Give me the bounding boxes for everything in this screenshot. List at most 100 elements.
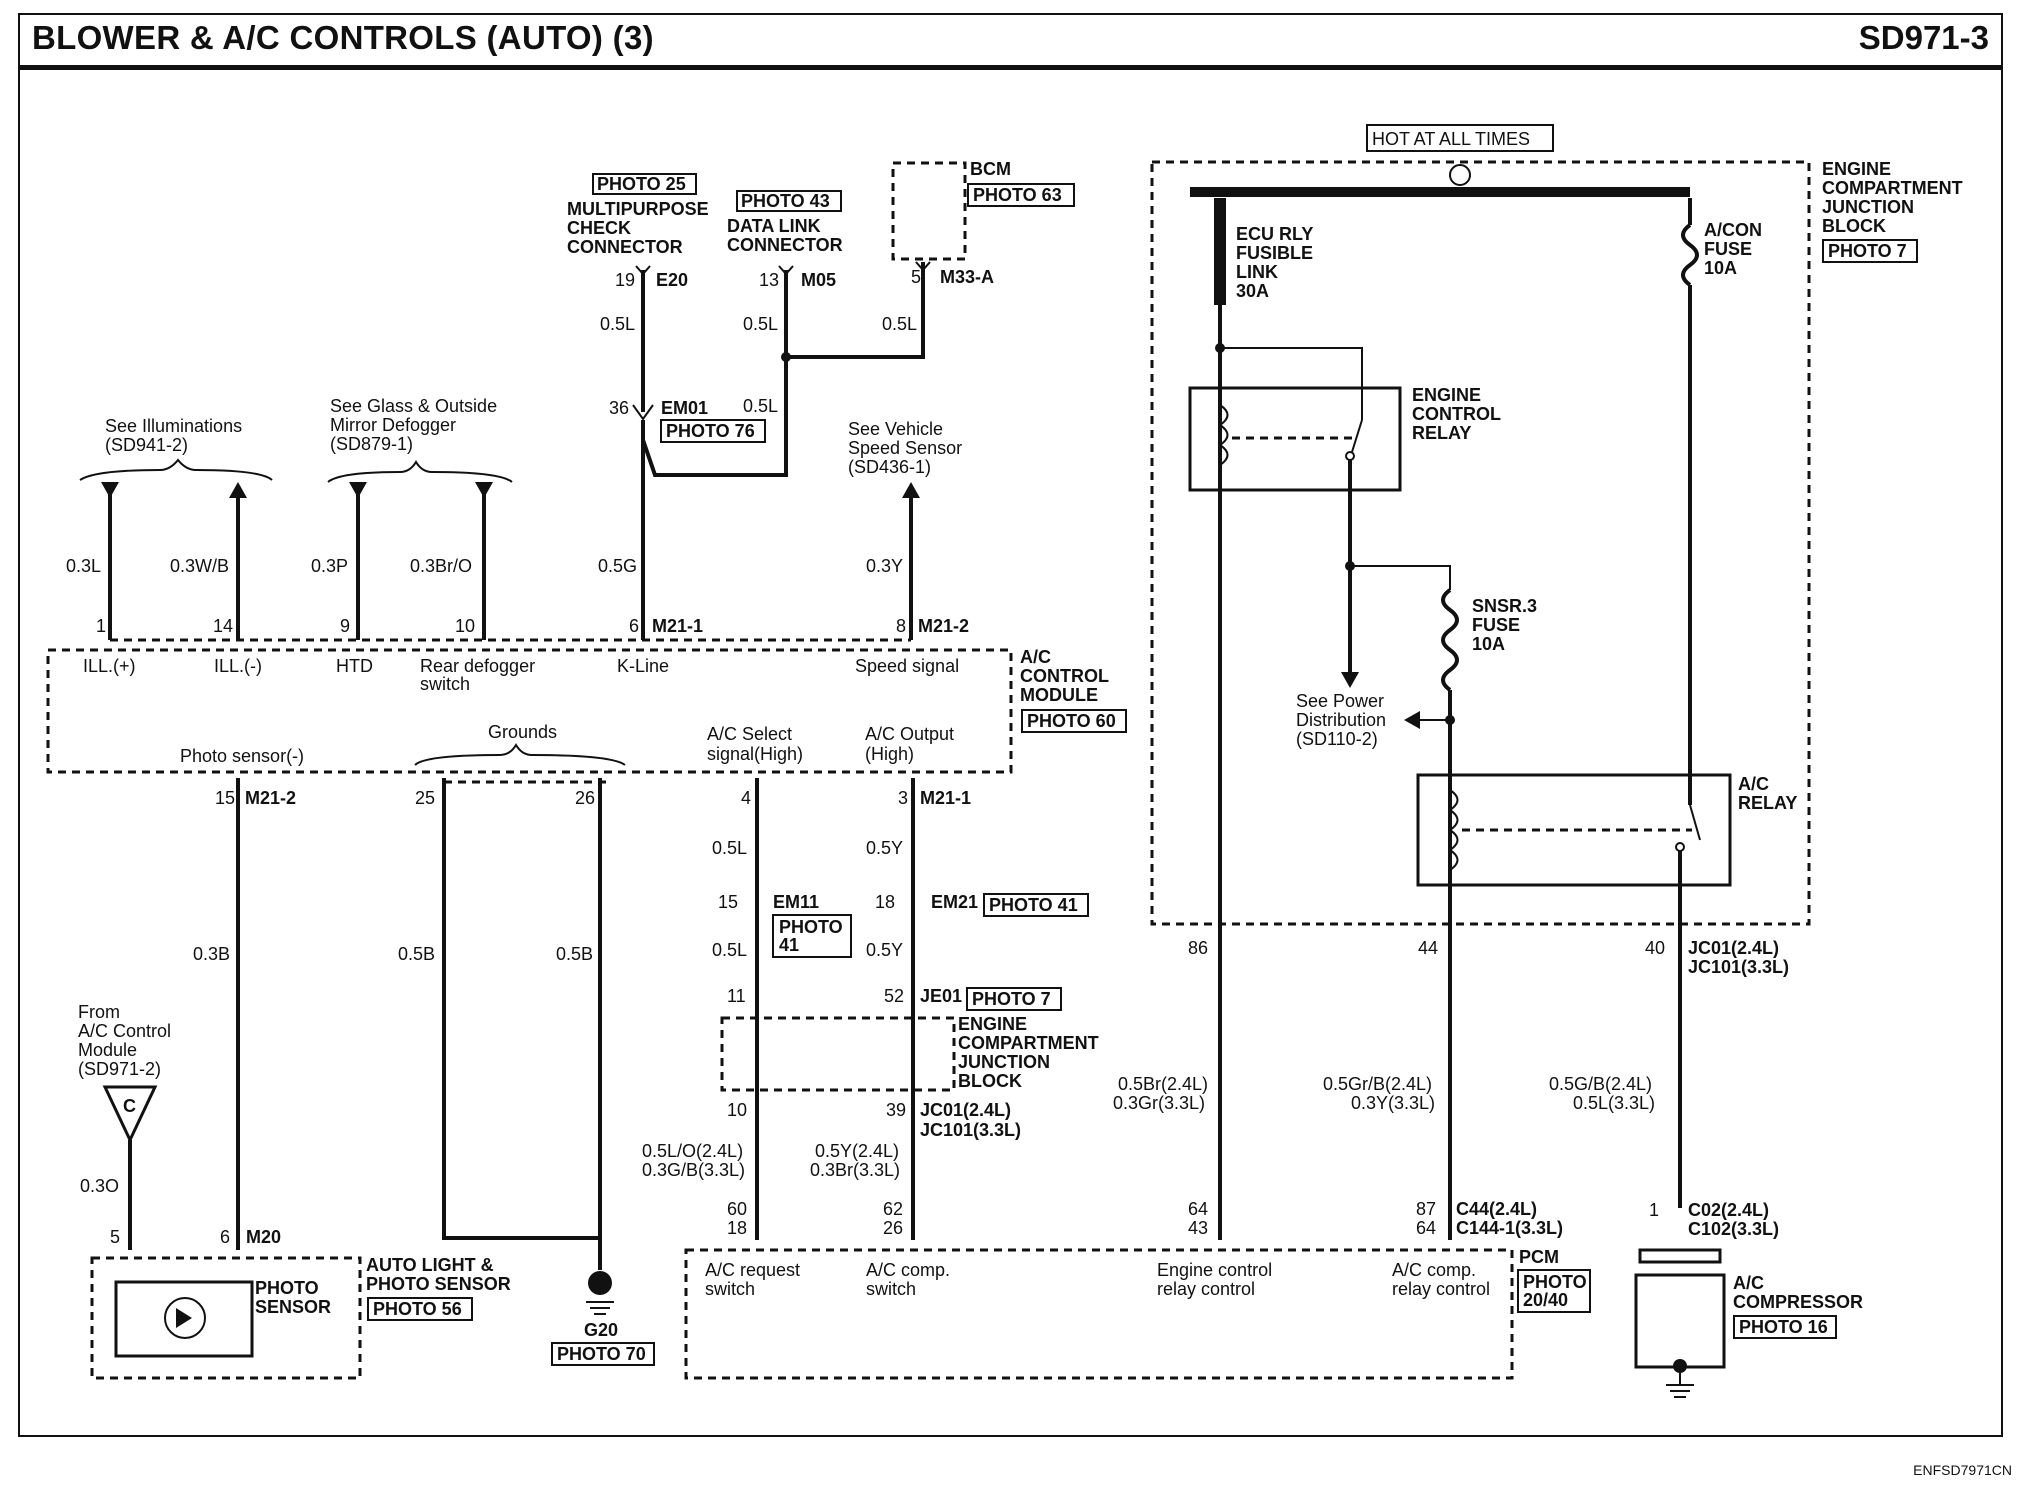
connector-c-triangle xyxy=(102,1085,158,1144)
conn-c102: C102(3.3L) xyxy=(1688,1219,1779,1239)
term-rear-defogger-2: switch xyxy=(420,674,470,694)
pin-36: 36 xyxy=(609,398,629,418)
conn-jc01-mid: JC01(2.4L) xyxy=(920,1100,1011,1120)
arrow-rear-defogger xyxy=(475,482,493,498)
header-bar: BLOWER & A/C CONTROLS (AUTO) (3) SD971-3 xyxy=(18,13,2003,70)
ecu-link-4: 30A xyxy=(1236,281,1269,301)
pin-1: 1 xyxy=(96,616,106,636)
pcm-photo-2: 20/40 xyxy=(1523,1290,1568,1310)
ecr-contact-icon xyxy=(1345,451,1355,461)
ecjb-right-2: COMPARTMENT xyxy=(1822,178,1963,198)
ac-relay-contact-icon xyxy=(1675,842,1685,852)
pcm-term-4b: relay control xyxy=(1392,1279,1490,1299)
pin-1-c02: 1 xyxy=(1649,1200,1659,1220)
term-htd: HTD xyxy=(336,656,373,676)
ecjb-mid-1: ENGINE xyxy=(958,1014,1027,1034)
pin-10-jc: 10 xyxy=(727,1100,747,1120)
pin-39: 39 xyxy=(886,1100,906,1120)
ill-ref-2: (SD941-2) xyxy=(105,435,188,455)
wire-label-86a: 0.5Br(2.4L) xyxy=(1118,1074,1208,1094)
photo70-box xyxy=(551,1342,655,1366)
conn-c02: C02(2.4L) xyxy=(1688,1200,1769,1220)
photo-sensor-label-2: SENSOR xyxy=(255,1297,331,1317)
wire-m05 xyxy=(641,270,788,477)
photo41b-label: PHOTO 41 xyxy=(989,895,1078,915)
term-ac-select-2: signal(High) xyxy=(707,744,803,764)
ecu-link-1: ECU RLY xyxy=(1236,224,1313,244)
wire-label-mid-6b: 0.3Br(3.3L) xyxy=(810,1160,900,1180)
glass-ref-1: See Glass & Outside xyxy=(330,396,497,416)
conn-em11: EM11 xyxy=(773,892,819,912)
photo16-box xyxy=(1733,1315,1837,1339)
conn-m21-1-bottom: M21-1 xyxy=(920,788,971,808)
pcm-box xyxy=(684,1248,1514,1380)
pin-14: 14 xyxy=(213,616,233,636)
wire-label-mid-5b: 0.3G/B(3.3L) xyxy=(642,1160,745,1180)
acon-fuse-2: FUSE xyxy=(1704,239,1752,259)
ecjb-mid-box xyxy=(720,1016,956,1092)
photo63-label: PHOTO 63 xyxy=(973,185,1062,205)
photo60-box xyxy=(1021,709,1127,733)
ac-relay-label-1: A/C xyxy=(1738,774,1769,794)
vss-ref-3: (SD436-1) xyxy=(848,457,931,477)
pcm-term-3b: relay control xyxy=(1157,1279,1255,1299)
pin-86: 86 xyxy=(1188,938,1208,958)
photo43-label: PHOTO 43 xyxy=(741,191,830,211)
pin-6-m20: 6 xyxy=(220,1227,230,1247)
pcm-term-4a: A/C comp. xyxy=(1392,1260,1476,1280)
photo70-label: PHOTO 70 xyxy=(557,1344,646,1364)
wire-label-speed: 0.3Y xyxy=(866,556,903,576)
snsr-fuse-2: FUSE xyxy=(1472,615,1520,635)
wire-label-05b-1: 0.5B xyxy=(398,944,435,964)
diode-symbol-icon xyxy=(176,1308,192,1328)
ac-relay-box xyxy=(1416,773,1732,887)
conn-m21-2-top: M21-2 xyxy=(918,616,969,636)
ac-compressor-icon xyxy=(1634,1273,1726,1369)
ecjb-right-4: BLOCK xyxy=(1822,216,1886,236)
conn-mark-em01 xyxy=(632,404,654,421)
conn-mark-m33a xyxy=(915,261,931,272)
wire-label-03b: 0.3B xyxy=(193,944,230,964)
pcm-term-2a: A/C comp. xyxy=(866,1260,950,1280)
conn-jc101-mid: JC101(3.3L) xyxy=(920,1120,1021,1140)
hot-at-all-times-box xyxy=(1366,124,1554,152)
term-ill-plus: ILL.(+) xyxy=(83,656,136,676)
wire-label-44b: 0.3Y(3.3L) xyxy=(1351,1093,1435,1113)
arrow-power-dist-down xyxy=(1341,672,1359,688)
compressor-clutch-icon xyxy=(1638,1248,1722,1264)
bcm-label: BCM xyxy=(970,159,1011,179)
photo60-label: PHOTO 60 xyxy=(1027,711,1116,731)
vss-ref-1: See Vehicle xyxy=(848,419,943,439)
pcm-pin-60: 60 xyxy=(727,1199,747,1219)
compressor-label-1: A/C xyxy=(1733,1273,1764,1293)
glass-ref-3: (SD879-1) xyxy=(330,434,413,454)
photo7-right-box xyxy=(1822,239,1918,263)
pin-4: 4 xyxy=(741,788,751,808)
pin-3: 3 xyxy=(898,788,908,808)
pin-40: 40 xyxy=(1645,938,1665,958)
snsr-fuse-1: SNSR.3 xyxy=(1472,596,1537,616)
wire-label-ill-plus: 0.3L xyxy=(66,556,101,576)
photo41b-box xyxy=(983,893,1089,917)
photo76-box xyxy=(660,419,766,443)
pcm-pin-18: 18 xyxy=(727,1218,747,1238)
ac-relay-coil-icon xyxy=(1448,789,1459,871)
pin-15-em11: 15 xyxy=(718,892,738,912)
pin-9: 9 xyxy=(340,616,350,636)
pcm-pin-62: 62 xyxy=(883,1199,903,1219)
conn-jc101-right: JC101(3.3L) xyxy=(1688,957,1789,977)
pin-6: 6 xyxy=(629,616,639,636)
term-photo-sensor: Photo sensor(-) xyxy=(180,746,304,766)
pcm-pin-26: 26 xyxy=(883,1218,903,1238)
footer-code: ENFSD7971CN xyxy=(1913,1462,2012,1478)
wire-label-03o: 0.3O xyxy=(80,1176,119,1196)
wire-label-ill-minus: 0.3W/B xyxy=(170,556,229,576)
conn-jc01-right: JC01(2.4L) xyxy=(1688,938,1779,958)
grounds-brace xyxy=(414,743,626,766)
photo56-box xyxy=(367,1297,473,1321)
ill-ref-1: See Illuminations xyxy=(105,416,242,436)
photo7-right-label: PHOTO 7 xyxy=(1828,241,1907,261)
pin-5: 5 xyxy=(911,267,921,287)
photo56-label: PHOTO 56 xyxy=(373,1299,462,1319)
